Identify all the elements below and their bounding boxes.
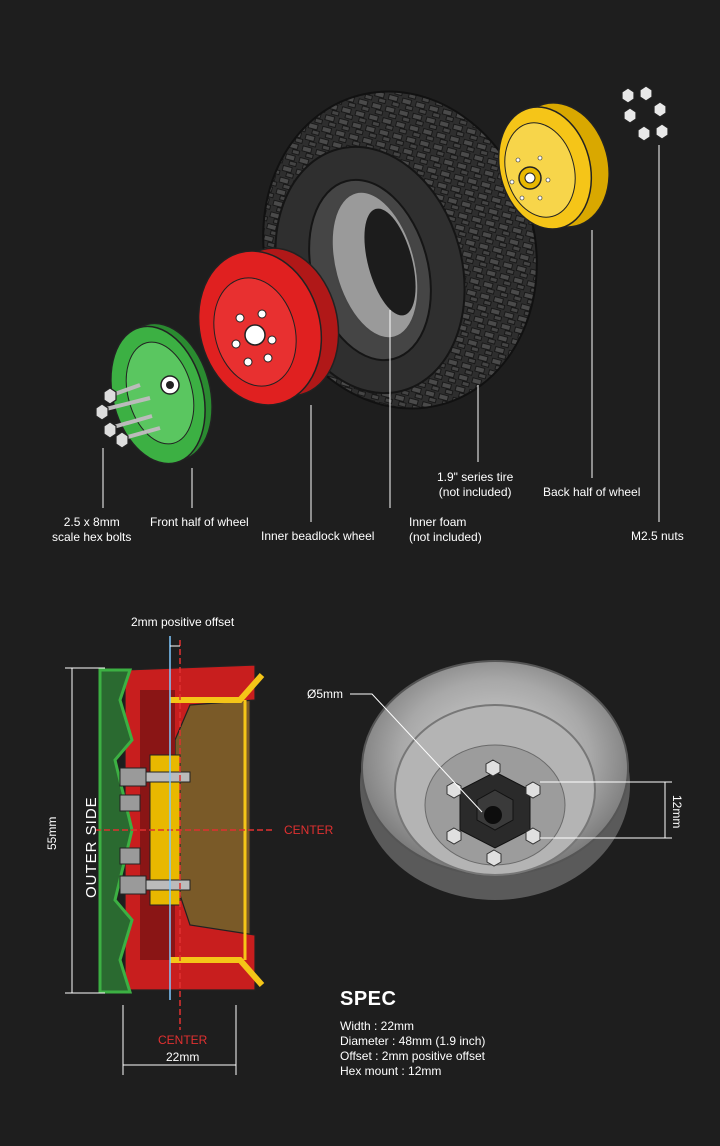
leader-lines — [102, 145, 660, 522]
label-inner-beadlock: Inner beadlock wheel — [261, 529, 375, 543]
center-label-vertical: CENTER — [158, 1033, 208, 1047]
back-half-wheel — [497, 102, 610, 230]
label-inner-foam: Inner foam (not included) — [409, 515, 482, 544]
height-dimension-label: 55mm — [45, 816, 59, 850]
label-nuts: M2.5 nuts — [631, 529, 684, 543]
label-tire: 1.9" series tire (not included) — [437, 470, 514, 499]
label-front-half: Front half of wheel — [150, 515, 249, 529]
spec-block: SPEC Width : 22mm Diameter : 48mm (1.9 i… — [340, 988, 485, 1079]
cross-section — [65, 636, 272, 1075]
spec-title: SPEC — [340, 988, 397, 1010]
spec-hex-mount: Hex mount : 12mm — [340, 1064, 442, 1078]
label-hex-bolts: 2.5 x 8mm scale hex bolts — [52, 515, 132, 544]
width-dimension-label: 22mm — [166, 1050, 200, 1064]
inner-beadlock-wheel — [197, 247, 340, 406]
hex-bolts — [95, 383, 161, 449]
m25-nuts — [621, 85, 669, 142]
offset-label: 2mm positive offset — [131, 615, 235, 629]
spec-width: Width : 22mm — [340, 1019, 415, 1033]
center-label-horizontal: CENTER — [284, 823, 334, 837]
spec-diameter: Diameter : 48mm (1.9 inch) — [340, 1034, 486, 1048]
hex-dimension-label: 12mm — [670, 795, 684, 829]
spec-offset: Offset : 2mm positive offset — [340, 1049, 485, 1063]
bore-diameter-label: Ø5mm — [307, 687, 343, 701]
label-back-half: Back half of wheel — [543, 485, 641, 499]
hub-view — [350, 660, 672, 900]
outer-side-label: OUTER SIDE — [83, 796, 100, 898]
inner-foam — [330, 190, 420, 340]
